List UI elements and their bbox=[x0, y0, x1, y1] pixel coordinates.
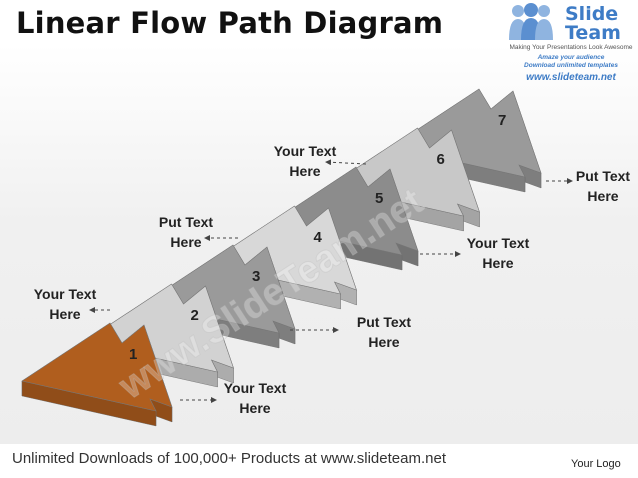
label-put-text-left: Put Text Here bbox=[146, 212, 226, 252]
slideteam-logo: Slide Team Making Your Presentations Loo… bbox=[508, 2, 634, 88]
label-line: Here bbox=[239, 400, 271, 416]
label-line: Your Text bbox=[466, 235, 530, 251]
label-put-text-middle: Put Text Here bbox=[344, 312, 424, 352]
arrow-top-face bbox=[21, 322, 173, 412]
logo-promo-audience: Amaze your audience bbox=[537, 54, 605, 61]
label-line: Here bbox=[587, 188, 619, 204]
logo-promo-download: Download unlimited templates bbox=[524, 62, 618, 69]
step-number-7: 7 bbox=[498, 112, 506, 129]
connector-5 bbox=[325, 159, 367, 166]
footer-text: Unlimited Downloads of 100,000+ Products… bbox=[12, 450, 446, 467]
step-number-3: 3 bbox=[252, 268, 260, 285]
people-logo-icon bbox=[509, 3, 553, 40]
arrow-steps bbox=[21, 88, 542, 427]
dashed-connectors bbox=[89, 159, 573, 403]
label-line: Put Text bbox=[356, 314, 412, 330]
label-your-text-right: Your Text Here bbox=[454, 233, 542, 273]
step-number-1: 1 bbox=[129, 346, 137, 363]
label-your-text-top: Your Text Here bbox=[262, 141, 348, 181]
label-your-text-left: Your Text Here bbox=[22, 284, 108, 324]
label-line: Your Text bbox=[33, 286, 97, 302]
label-line: Your Text bbox=[223, 380, 287, 396]
label-line: Put Text bbox=[158, 214, 214, 230]
logo-url: www.slideteam.net bbox=[526, 72, 616, 83]
label-line: Here bbox=[482, 255, 514, 271]
label-line: Your Text bbox=[273, 143, 337, 159]
arrow-step-1 bbox=[21, 322, 173, 427]
step-numbers: 7 6 5 4 3 2 1 bbox=[129, 112, 506, 363]
label-put-text-right: Put Text Here bbox=[568, 166, 638, 206]
step-number-2: 2 bbox=[191, 307, 199, 324]
page-title: Linear Flow Path Diagram bbox=[16, 6, 444, 40]
step-number-4: 4 bbox=[314, 229, 323, 246]
logo-word-team: Team bbox=[565, 22, 621, 44]
step-number-5: 5 bbox=[375, 190, 383, 207]
label-line: Put Text bbox=[575, 168, 631, 184]
logo-tagline: Making Your Presentations Look Awesome bbox=[509, 44, 633, 51]
step-number-6: 6 bbox=[437, 151, 445, 168]
your-logo-placeholder: Your Logo bbox=[571, 458, 621, 470]
logo-word-slide: Slide bbox=[565, 3, 619, 25]
label-line: Here bbox=[49, 306, 81, 322]
label-line: Here bbox=[368, 334, 400, 350]
label-line: Here bbox=[289, 163, 321, 179]
label-your-text-bottom: Your Text Here bbox=[210, 378, 300, 418]
label-line: Here bbox=[170, 234, 202, 250]
